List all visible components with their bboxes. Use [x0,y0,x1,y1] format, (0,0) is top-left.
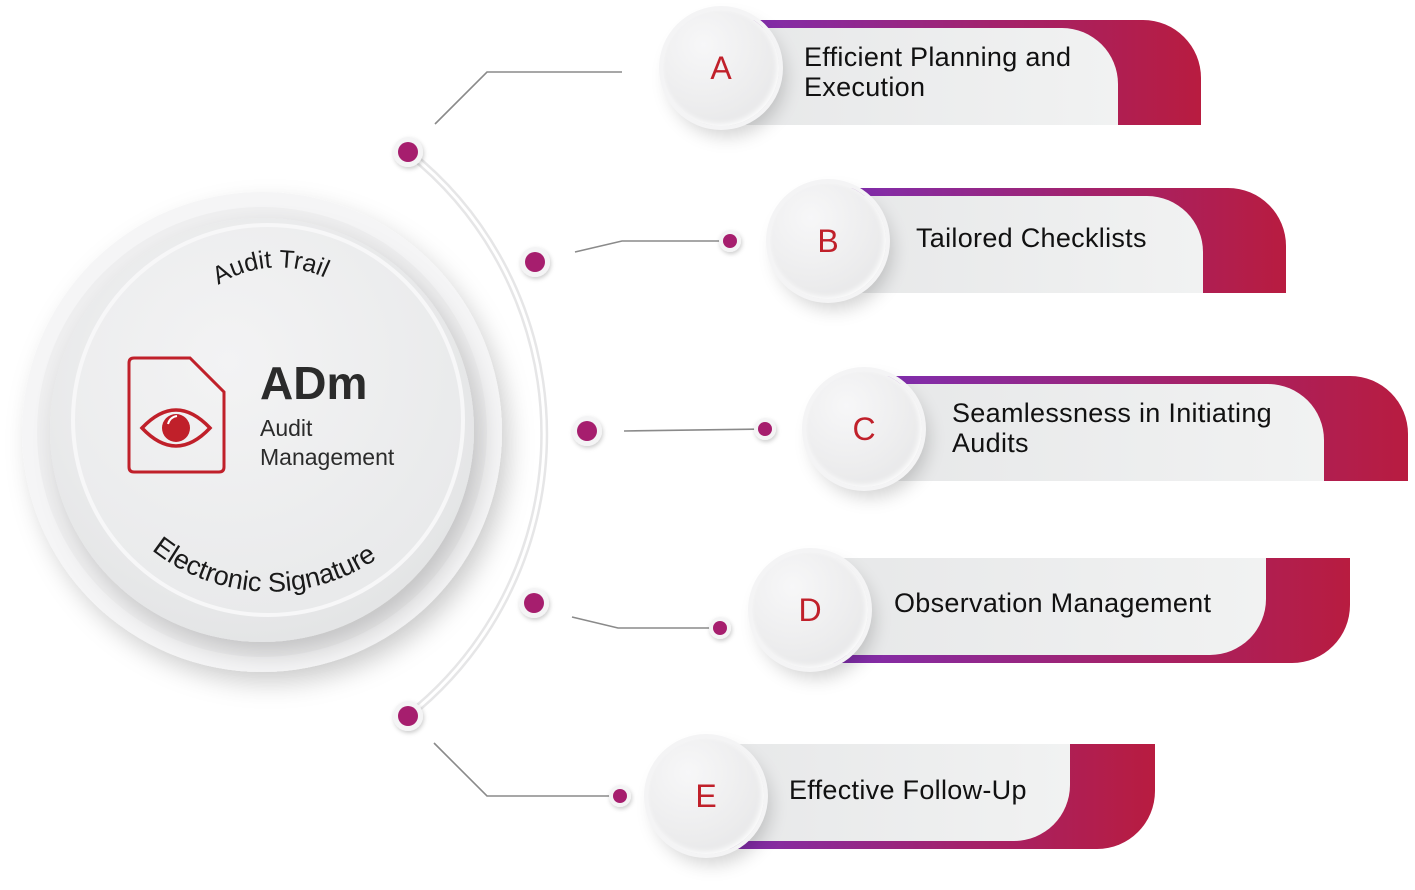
badge-c: C [806,371,922,487]
feature-card-d: Observation Management D [752,552,1350,668]
badge-letter-b: B [817,222,839,259]
badge-letter-a: A [710,49,732,86]
feature-a-line1: Efficient Planning and [804,42,1072,72]
connector-b [574,240,730,253]
badge-letter-c: C [852,410,876,447]
badge-letter-e: E [695,777,717,814]
connector-a [434,71,622,125]
feature-card-c: Seamlessness in Initiating Audits C [806,371,1408,487]
badge-letter-d: D [798,591,822,628]
arc-node-a [393,137,423,167]
end-node-c [754,418,776,440]
feature-d-line1: Observation Management [894,588,1212,618]
end-node-b [719,230,741,252]
end-node-d [709,617,731,639]
end-node-e [609,785,631,807]
product-name-line1: Audit [260,415,313,441]
badge-b: B [770,183,886,299]
hub-face [71,223,465,617]
product-code: ADm [260,357,368,409]
connector-d [571,616,720,629]
badge-d: D [752,552,868,668]
arc-node-b [520,247,550,277]
arc-track-highlight [407,150,546,718]
feature-b-line1: Tailored Checklists [916,223,1147,253]
product-name-line2: Management [260,444,395,470]
badge-a: A [663,10,779,126]
feature-c-line1: Seamlessness in Initiating [952,398,1272,428]
connector-c [623,428,766,432]
connector-e [433,742,620,797]
badge-e: E [648,738,764,854]
arc-node-e [393,701,423,731]
feature-c-line2: Audits [952,428,1029,458]
feature-a-line2: Execution [804,72,926,102]
feature-card-e: Effective Follow-Up E [648,738,1155,854]
arc-node-d [519,588,549,618]
document-eye-icon [127,356,226,474]
feature-e-line1: Effective Follow-Up [789,775,1027,805]
feature-card-a: Efficient Planning and Execution A [663,10,1201,126]
arc-node-c [572,416,602,446]
feature-card-b: Tailored Checklists B [770,183,1286,299]
